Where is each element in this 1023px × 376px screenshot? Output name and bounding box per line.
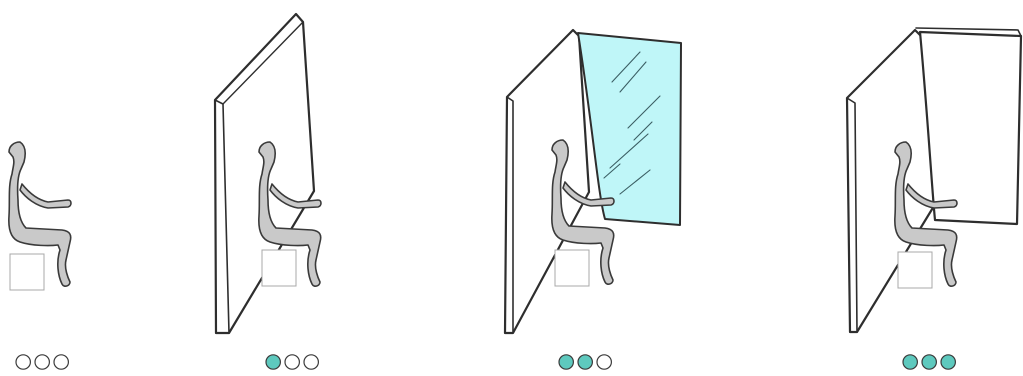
stool-icon: [10, 254, 44, 290]
stage-one-wall: [215, 14, 321, 333]
empty-circle-icon: [16, 355, 30, 369]
stage-no-walls: [9, 142, 71, 290]
filled-circle-icon: [903, 355, 917, 369]
filled-circle-icon: [922, 355, 936, 369]
empty-circle-icon: [54, 355, 68, 369]
back-wall: [920, 32, 1021, 224]
filled-circle-icon: [559, 355, 573, 369]
filled-circle-icon: [941, 355, 955, 369]
empty-circle-icon: [285, 355, 299, 369]
glass-panel: [578, 33, 681, 225]
stage-three-walls: [847, 28, 1021, 332]
filled-circle-icon: [266, 355, 280, 369]
stool-icon: [898, 252, 932, 288]
empty-circle-icon: [35, 355, 49, 369]
indicator-three-walls: [903, 355, 955, 369]
side-wall: [505, 30, 589, 333]
filled-circle-icon: [578, 355, 592, 369]
stool-icon: [262, 250, 296, 286]
indicator-no-walls: [16, 355, 68, 369]
enclosure-level-indicators: [16, 355, 955, 369]
stage-wall-and-glass: [505, 30, 681, 333]
empty-circle-icon: [597, 355, 611, 369]
empty-circle-icon: [304, 355, 318, 369]
indicator-one-wall: [266, 355, 318, 369]
stool-icon: [555, 250, 589, 286]
indicator-wall-and-glass: [559, 355, 611, 369]
